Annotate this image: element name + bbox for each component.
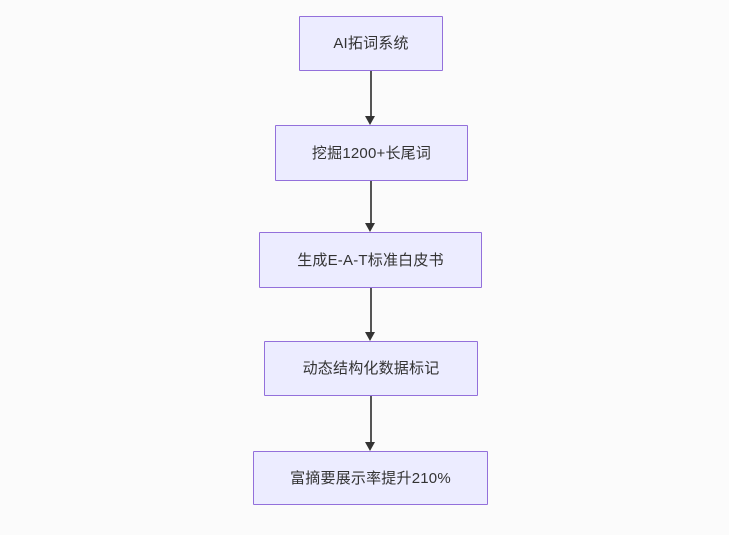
arrowhead-down-icon [365,332,375,341]
arrow-line [369,288,372,334]
arrowhead-down-icon [365,223,375,232]
flow-arrow-3 [364,288,377,341]
arrow-line [369,71,372,118]
arrowhead-down-icon [365,442,375,451]
flow-node-eat-whitepaper: 生成E-A-T标准白皮书 [259,232,482,288]
node-label: 富摘要展示率提升210% [290,469,451,487]
flow-node-rich-snippet-rate: 富摘要展示率提升210% [253,451,488,505]
arrow-line [369,181,372,225]
node-label: AI拓词系统 [333,35,409,52]
flow-arrow-2 [364,181,377,232]
flow-node-ai-word-expansion-system: AI拓词系统 [299,16,443,71]
node-label: 生成E-A-T标准白皮书 [297,251,444,269]
node-label: 挖掘1200+长尾词 [311,144,432,162]
arrow-line [369,396,372,444]
flow-arrow-1 [364,71,377,125]
flow-arrow-4 [364,396,377,451]
flow-node-longtail-keywords: 挖掘1200+长尾词 [275,125,468,181]
flow-node-structured-data-markup: 动态结构化数据标记 [264,341,478,396]
node-label: 动态结构化数据标记 [302,360,440,377]
arrowhead-down-icon [365,116,375,125]
